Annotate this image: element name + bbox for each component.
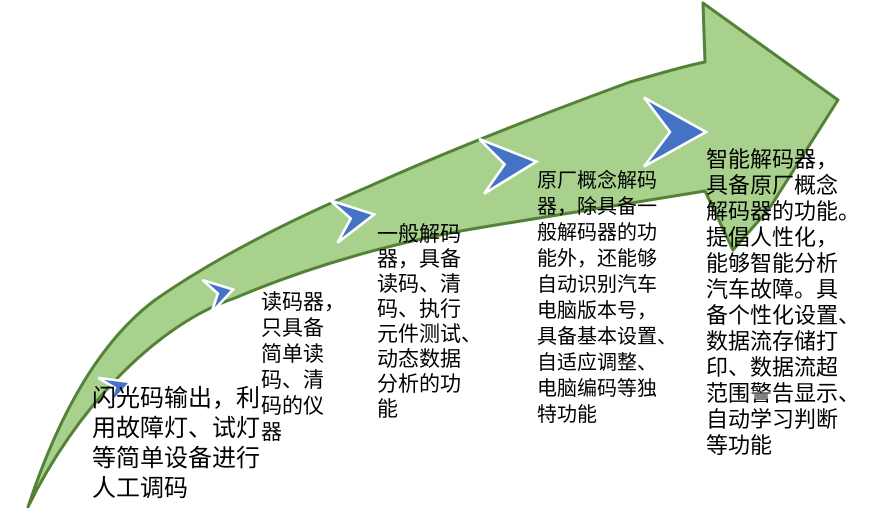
stage-3-label: 一般解码 器，具备 读码、清 码、执行 元件测试、 动态数据 分析的功 能 (377, 223, 482, 421)
stage-4-chevron-icon (478, 137, 540, 195)
stage-3-chevron-icon (329, 199, 377, 244)
stage-2-label: 读码器， 只具备 简单读 码、清 码的仪 器 (261, 291, 345, 444)
stage-2-chevron-icon (201, 278, 236, 314)
stage-5-chevron-icon (642, 96, 709, 168)
stage-1-chevron-icon (97, 376, 134, 407)
stage-1-label: 闪光码输出，利 用故障灯、试灯 等简单设备进行 人工调码 (92, 385, 260, 502)
arrow-swoosh (26, 1, 840, 508)
stage-5-label: 智能解码器， 具备原厂概念 解码器的功能。 提倡人性化， 能够智能分析 汽车故障… (706, 147, 861, 458)
stage-4-label: 原厂概念解码 器，除具备一 般解码器的功 能外，还能够 自动识别汽车 电脑版本号… (537, 170, 677, 426)
